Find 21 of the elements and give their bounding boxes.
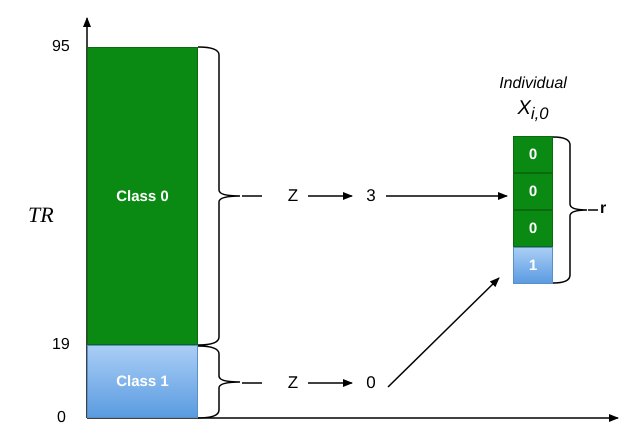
- variable-label: Z: [288, 373, 298, 393]
- arrow: [386, 192, 508, 200]
- gene-cell: 0: [513, 173, 553, 210]
- arrow: [308, 192, 353, 200]
- tick-label: 19: [52, 336, 70, 354]
- axis-title: TR: [28, 202, 54, 228]
- arrow: [387, 277, 500, 388]
- class-bar: Class 1: [87, 345, 198, 418]
- value-label: 0: [366, 373, 376, 393]
- value-label: 3: [366, 186, 376, 206]
- column-heading: Individual: [499, 74, 567, 94]
- brace-label: r: [600, 200, 606, 218]
- arrow: [308, 379, 353, 387]
- gene-cell: 0: [513, 136, 553, 173]
- variable-label: Z: [288, 186, 298, 206]
- gene-cell: 0: [513, 210, 553, 247]
- tick-label: 95: [52, 38, 70, 56]
- gene-cell: 1: [513, 247, 553, 284]
- variable-label: X$_{i,0}$: [518, 96, 548, 125]
- tick-label: 0: [57, 409, 66, 425]
- class-bar: Class 0: [87, 47, 198, 345]
